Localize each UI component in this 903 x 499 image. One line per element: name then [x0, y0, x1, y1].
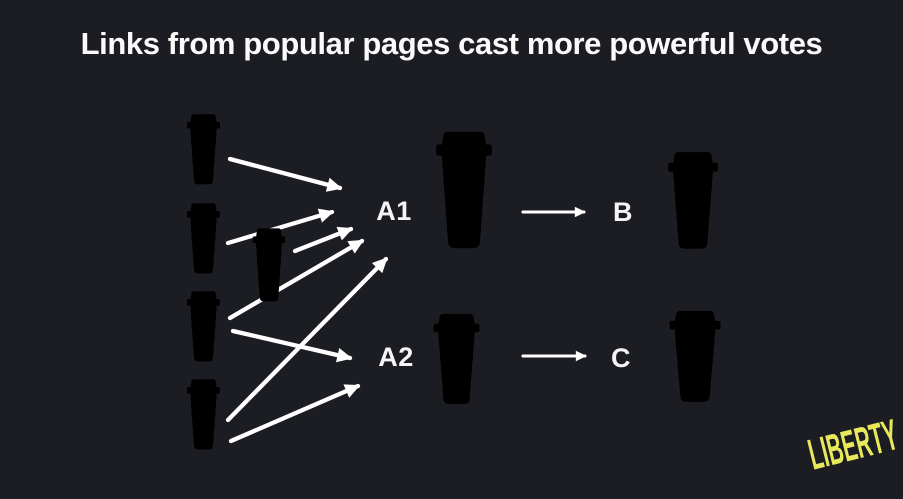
- page-b-coffee-cup-icon: [650, 149, 736, 251]
- arrow-page1-to-a1: [227, 156, 343, 192]
- arrow-page4-to-a1: [225, 256, 389, 423]
- label-b: B: [613, 197, 633, 227]
- small-page-1-coffee-cup-icon: [175, 112, 232, 186]
- small-page-4-coffee-cup-icon: [175, 377, 232, 451]
- small-page-5-coffee-cup-icon: [241, 226, 297, 303]
- page-a1-coffee-cup-icon: [416, 128, 512, 251]
- label-a2: A2: [378, 342, 414, 372]
- arrow-page3-to-a1: [227, 238, 365, 321]
- page-title: Links from popular pages cast more power…: [80, 26, 823, 61]
- small-page-3-coffee-cup-icon: [175, 289, 232, 363]
- arrow-page3-to-a2: [230, 328, 353, 363]
- page-c-coffee-cup-icon: [651, 308, 739, 404]
- arrow-page5-to-a1: [292, 226, 354, 254]
- label-c: C: [611, 343, 631, 373]
- label-a1: A1: [376, 196, 412, 226]
- small-page-2-coffee-cup-icon: [175, 201, 232, 275]
- arrow-page4-to-a2: [228, 383, 361, 444]
- arrow-page2-to-a1: [225, 208, 335, 246]
- page-a2-coffee-cup-icon: [417, 311, 496, 406]
